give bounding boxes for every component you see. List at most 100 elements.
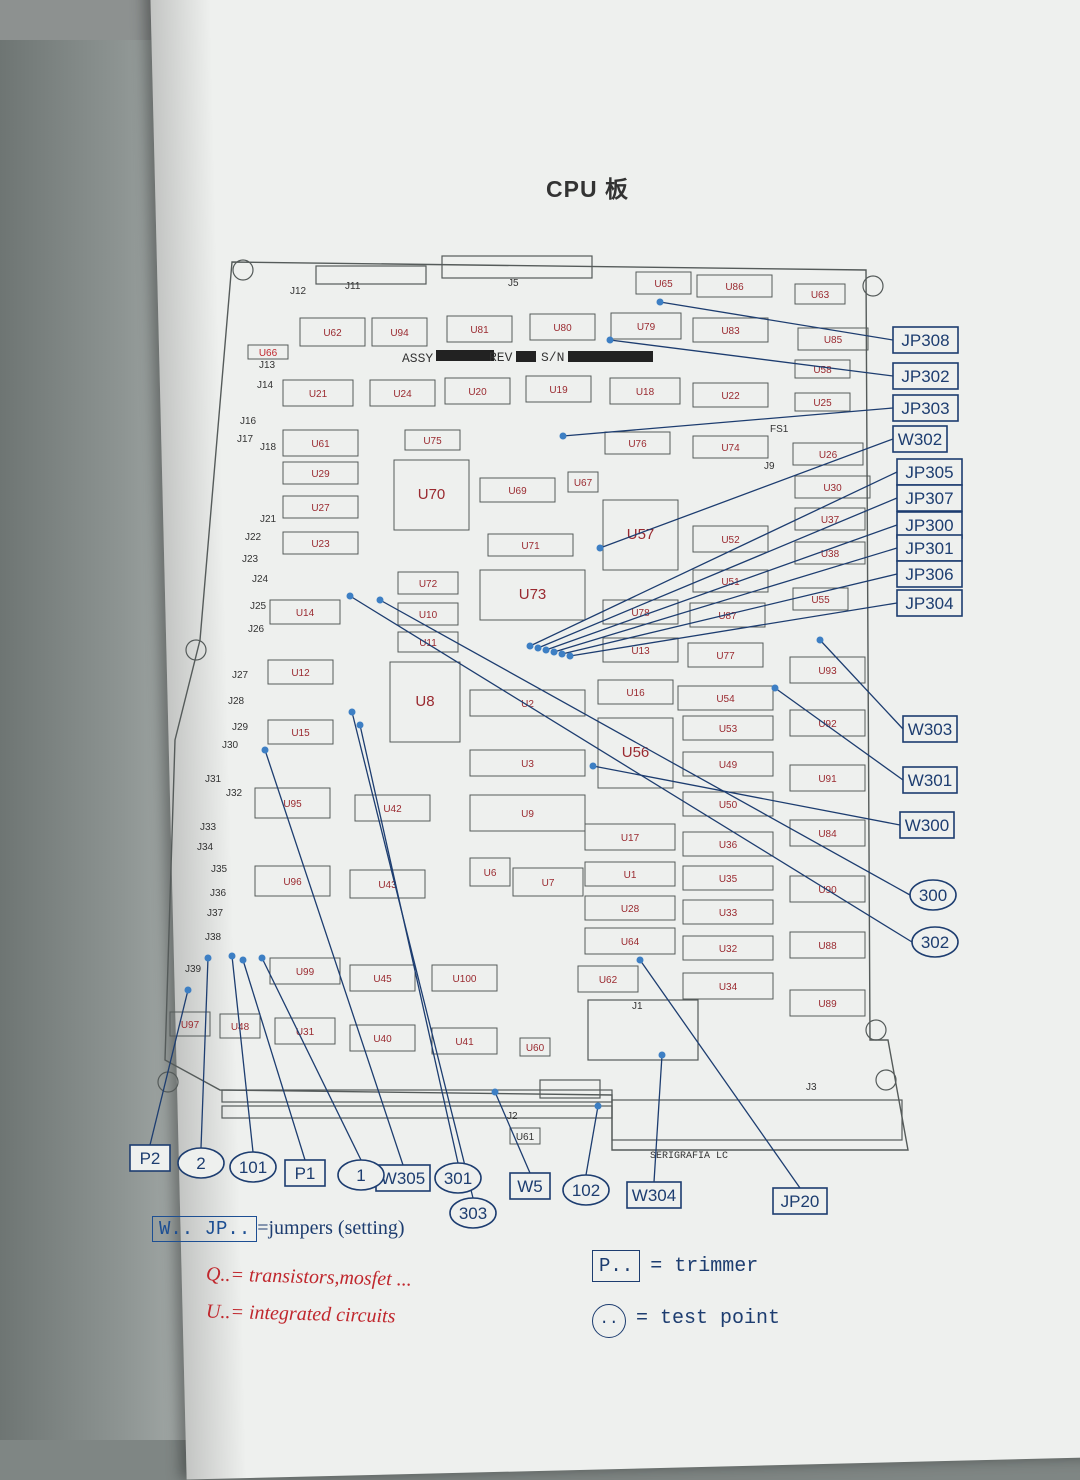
component-body (269, 957, 341, 985)
legend-test-point-symbol: .. (592, 1304, 626, 1338)
component-u73: U73 (479, 569, 586, 621)
component-body (789, 764, 866, 792)
component-u66: U66 (247, 344, 289, 360)
leader-line (359, 724, 459, 1164)
leader-line (609, 339, 894, 377)
component-body (789, 875, 866, 903)
component-label: U42 (383, 804, 402, 815)
target-marker (559, 432, 567, 440)
callout-shape (892, 394, 959, 422)
component-u31: U31 (274, 1017, 336, 1045)
component-label: U87 (718, 611, 737, 622)
component-u9: U9 (469, 794, 586, 832)
component-body (487, 533, 574, 557)
component-label: U24 (393, 389, 412, 400)
callout-jp306: JP306 (558, 560, 963, 658)
component-u7: U7 (512, 867, 584, 897)
rev-label: REV (489, 350, 513, 365)
target-marker (376, 596, 384, 604)
legend-jumpers-box: W.. JP.. (152, 1216, 258, 1242)
callout-label: 101 (239, 1158, 267, 1177)
component-label: J24 (252, 574, 269, 585)
component-label: J2 (507, 1111, 518, 1122)
component-body (794, 359, 851, 379)
component-u74: U74 (692, 435, 769, 459)
target-marker (542, 646, 550, 654)
component-body (282, 461, 359, 485)
component-label: U100 (453, 974, 477, 985)
component-j18: J18 (260, 442, 277, 453)
component-u21: U21 (282, 379, 354, 407)
callout-label: 102 (572, 1181, 600, 1200)
component-body (254, 865, 331, 897)
component-label: J25 (250, 601, 267, 612)
callout-shape (902, 766, 958, 794)
component-body (604, 431, 671, 455)
leader-line (569, 602, 898, 657)
component-label: J31 (205, 774, 222, 785)
component-body (609, 377, 681, 405)
callout-shape (896, 511, 963, 539)
component-label: U25 (813, 398, 832, 409)
component-label: U21 (309, 389, 328, 400)
component-label: U79 (637, 322, 656, 333)
target-marker (589, 762, 597, 770)
component-label: J3 (806, 1082, 817, 1093)
component-j21: J21 (260, 514, 277, 525)
callout-shape (899, 811, 955, 839)
callout-label: P2 (140, 1149, 161, 1168)
component-label: U26 (819, 450, 838, 461)
target-marker (184, 986, 192, 994)
component-label: U12 (291, 668, 310, 679)
component-body (247, 344, 289, 360)
component-label: U18 (636, 387, 655, 398)
target-marker (526, 642, 534, 650)
component-u22: U22 (692, 382, 769, 408)
component-body (269, 599, 341, 625)
component-label: U61 (311, 439, 330, 450)
component-u32: U32 (682, 935, 774, 961)
leader-line (585, 1105, 599, 1176)
component-j14: J14 (257, 380, 274, 391)
component-u42: U42 (354, 794, 431, 822)
leader-line (592, 765, 901, 826)
target-marker (348, 708, 356, 716)
component-label: U69 (508, 486, 527, 497)
component-body (602, 499, 679, 571)
target-marker (566, 652, 574, 660)
callout-2: 2 (177, 954, 225, 1179)
callout-302: 302 (346, 592, 959, 958)
callouts-layer: JP308JP302JP303W302JP305JP307JP300JP301J… (129, 298, 963, 1229)
component-u36: U36 (682, 831, 774, 857)
component-label: U35 (719, 874, 738, 885)
callout-shape (892, 362, 959, 390)
component-body (567, 471, 599, 493)
target-marker (491, 1088, 499, 1096)
component-label: U6 (484, 868, 497, 879)
component-body (282, 379, 354, 407)
leader-line (774, 687, 904, 781)
component-label: U14 (296, 608, 315, 619)
callout-w303: W303 (816, 636, 958, 743)
component-label: U81 (470, 325, 489, 336)
component-label: U60 (526, 1043, 545, 1054)
component-u61: U61 (282, 429, 359, 457)
callout-label: JP300 (905, 516, 953, 535)
component-label: U20 (468, 387, 487, 398)
component-body (469, 794, 586, 832)
component-label: U8 (415, 693, 434, 710)
callout-jp300: JP300 (542, 511, 963, 654)
component-label: J33 (200, 822, 217, 833)
component-body (584, 927, 676, 955)
callout-shape (892, 425, 948, 453)
component-label: U41 (455, 1037, 474, 1048)
component-body (397, 571, 459, 595)
component-u40: U40 (349, 1024, 416, 1052)
component-body (677, 685, 774, 711)
component-j22: J22 (245, 532, 262, 543)
component-label: U33 (719, 908, 738, 919)
callout-101: 101 (228, 952, 277, 1183)
component-u85: U85 (797, 327, 869, 351)
component-body (479, 569, 586, 621)
